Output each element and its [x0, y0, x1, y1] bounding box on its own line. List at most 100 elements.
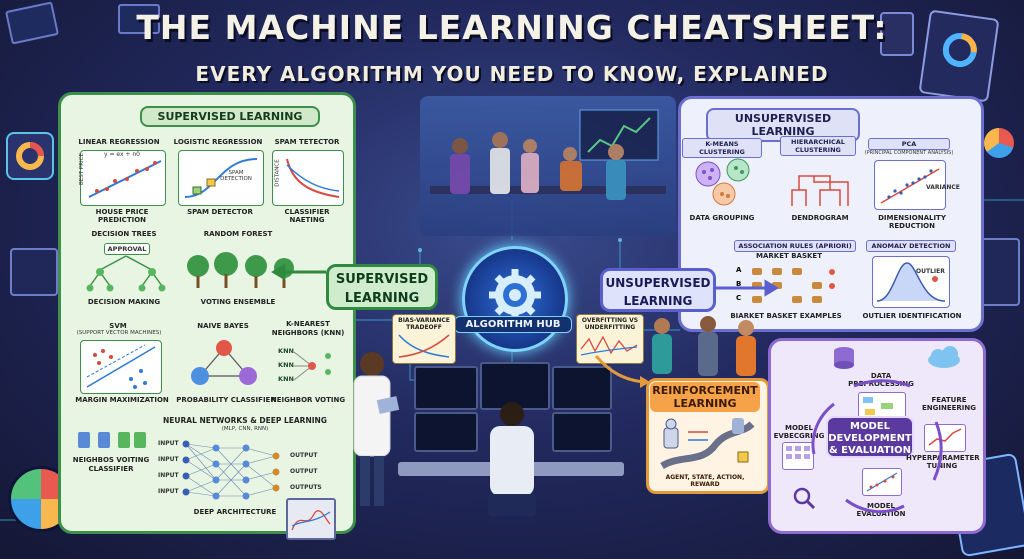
pie-chart-icon — [984, 128, 1014, 158]
anomaly-inner-label: OUTLIER — [916, 268, 945, 275]
analyst-figure — [470, 398, 554, 518]
svm-subtitle: (SUPPORT VECTOR MACHINES) — [76, 330, 162, 336]
tuning-chart-card — [924, 424, 966, 452]
embedding-grid-card — [782, 442, 814, 470]
neighbor-voting-caption: NEIGHBOS VOITING CLASSIFIER — [72, 456, 150, 473]
model-evaluation-label: MODEL EVALUATION — [856, 502, 906, 518]
pca-plot — [874, 160, 946, 210]
supervised-header: SUPERVISED LEARNING — [140, 106, 320, 127]
evaluation-chart-card — [862, 468, 902, 496]
neural-networks-title: NEURAL NETWORKS & DEEP LEARNING — [163, 416, 327, 425]
monitor-center — [480, 362, 550, 410]
logistic-inner-label: SPAM DETECTION — [220, 170, 252, 182]
pca-subtitle: (PRINCIPAL COMPONENT ANALYSIS) — [864, 150, 954, 156]
linear-regression-title: LINEAR REGRESSION — [78, 138, 160, 146]
arrows-to-supervised — [271, 263, 326, 281]
reinforcement-title: REINFORCEMENT LEARNING — [650, 382, 760, 412]
pie-chart-icon — [6, 132, 54, 180]
hierarchical-title: HIERARCHICAL CLUSTERING — [780, 136, 856, 156]
overfitting-card: OVERFITTING VS UNDERFITTING — [576, 314, 644, 364]
magnifier-icon — [792, 486, 816, 510]
laptop-icon — [10, 248, 58, 296]
naive-bayes-title: NAIVE BAYES — [197, 322, 249, 330]
assoc-row-b: B — [736, 280, 742, 288]
linear-formula: y = ex + n0 — [104, 151, 140, 158]
random-forest-title: RANDOM FOREST — [203, 230, 273, 238]
knn-title: K-NEAREST NEIGHBORS (KNN) — [271, 320, 345, 337]
feature-engineering-label: FEATURE ENGINEERING — [921, 396, 976, 412]
unsupervised-learning-bubble: UNSUPERVISED LEARNING — [600, 268, 716, 312]
page-subtitle: EVERY ALGORITHM YOU NEED TO KNOW, EXPLAI… — [195, 62, 829, 86]
knn-tag-3: KNN — [278, 375, 294, 383]
naive-bayes-graphic — [184, 336, 264, 392]
market-basket-graphic — [746, 264, 842, 306]
naive-bayes-caption: PROBABILITY CLASSIFIER — [176, 396, 276, 404]
bias-variance-card: BIAS-VARIANCE TRADEOFF — [392, 314, 456, 364]
knn-graphic — [274, 342, 340, 392]
model-development-center: MODEL DEVELOPMENT & EVALUATION — [826, 416, 914, 458]
spam-axis-label: DISTANCE — [274, 159, 281, 187]
logistic-regression-caption: SPAM DETECTOR — [187, 208, 253, 216]
decision-tree-graphic — [80, 242, 172, 294]
tablet-icon — [118, 4, 160, 34]
neural-network-graphic — [176, 434, 286, 508]
logistic-regression-title: LOGISTIC REGRESSION — [173, 138, 263, 146]
scientist-figure — [344, 346, 400, 516]
kmeans-graphic — [690, 156, 756, 206]
hierarchical-caption: DENDROGRAM — [791, 214, 849, 222]
team-figures-right — [632, 314, 772, 378]
reinforcement-graphic — [652, 414, 760, 470]
tablet-chart-icon — [918, 9, 1000, 103]
cloud-icon — [924, 346, 964, 370]
pca-title: PCA — [868, 138, 950, 150]
kmeans-caption: DATA GROUPING — [689, 214, 755, 222]
spam-detector-title: SPAM TETECTOR — [274, 138, 340, 146]
arrow-to-unsupervised — [716, 279, 779, 297]
nn-input-3: INPUT — [158, 472, 179, 479]
nn-input-4: INPUT — [158, 488, 179, 495]
phone-icon — [880, 12, 914, 56]
pca-inner-label: VARIANCE — [926, 184, 960, 191]
spam-detector-caption: CLASSIFIER NAETING — [284, 208, 330, 224]
neural-networks-caption: DEEP ARCHITECTURE — [193, 508, 277, 516]
reinforcement-caption: AGENT, STATE, ACTION, REWARD — [665, 474, 745, 488]
svm-plot — [80, 340, 162, 394]
association-title: ASSOCIATION RULES (APRIORI) — [734, 240, 856, 252]
association-caption: BIARKET BASKET EXAMPLES — [730, 312, 842, 320]
anomaly-plot — [872, 256, 950, 308]
nn-input-1: INPUT — [158, 440, 179, 447]
overfitting-label: OVERFITTING VS UNDERFITTING — [581, 317, 639, 331]
anomaly-caption: OUTLIER IDENTIFICATION — [862, 312, 962, 320]
model-cycle-arrows — [811, 379, 943, 514]
anomaly-title: ANOMALY DETECTION — [866, 240, 956, 252]
office-scene — [420, 96, 676, 236]
algorithm-hub-gear — [462, 246, 568, 352]
line-chart-monitor — [286, 498, 336, 540]
arrow-to-reinforcement — [594, 355, 650, 388]
svm-caption: MARGIN MAXIMIZATION — [75, 396, 169, 404]
page-title: THE MACHINE LEARNING CHEATSHEET: — [136, 8, 888, 47]
monitor-bank — [410, 362, 612, 462]
linear-regression-caption: HOUSE PRICE PREDICTION — [95, 208, 149, 224]
neural-networks-subtitle: (MLP, CNN, RNN) — [221, 426, 269, 432]
nn-output-2: OUTPUT — [290, 468, 318, 475]
nn-input-2: INPUT — [158, 456, 179, 463]
spam-detector-plot — [272, 150, 344, 206]
decision-trees-title: DECISION TREES — [91, 230, 157, 238]
linear-regression-plot — [80, 150, 166, 206]
data-preprocessing-label: DATA PREPROCESSING — [848, 372, 914, 388]
linear-axis-label: BEST PRICE — [78, 153, 85, 185]
nn-output-3: OUTPUTS — [290, 484, 322, 491]
decision-trees-caption: DECISION MAKING — [87, 298, 161, 306]
knn-tag-1: KNN — [278, 347, 294, 355]
knn-tag-2: KNN — [278, 361, 294, 369]
monitor-left — [414, 366, 478, 410]
dendrogram-graphic — [784, 162, 856, 210]
supervised-learning-bubble: SUPERVISED LEARNING — [326, 264, 438, 310]
knn-caption: NEIGHBOR VOTING — [270, 396, 346, 404]
kmeans-title: K-MEANS CLUSTERING — [682, 138, 762, 158]
nn-output-1: OUTPUT — [290, 452, 318, 459]
monitor-lower-right — [552, 412, 612, 452]
model-embedding-label: MODEL EVBECGRING — [773, 424, 825, 440]
